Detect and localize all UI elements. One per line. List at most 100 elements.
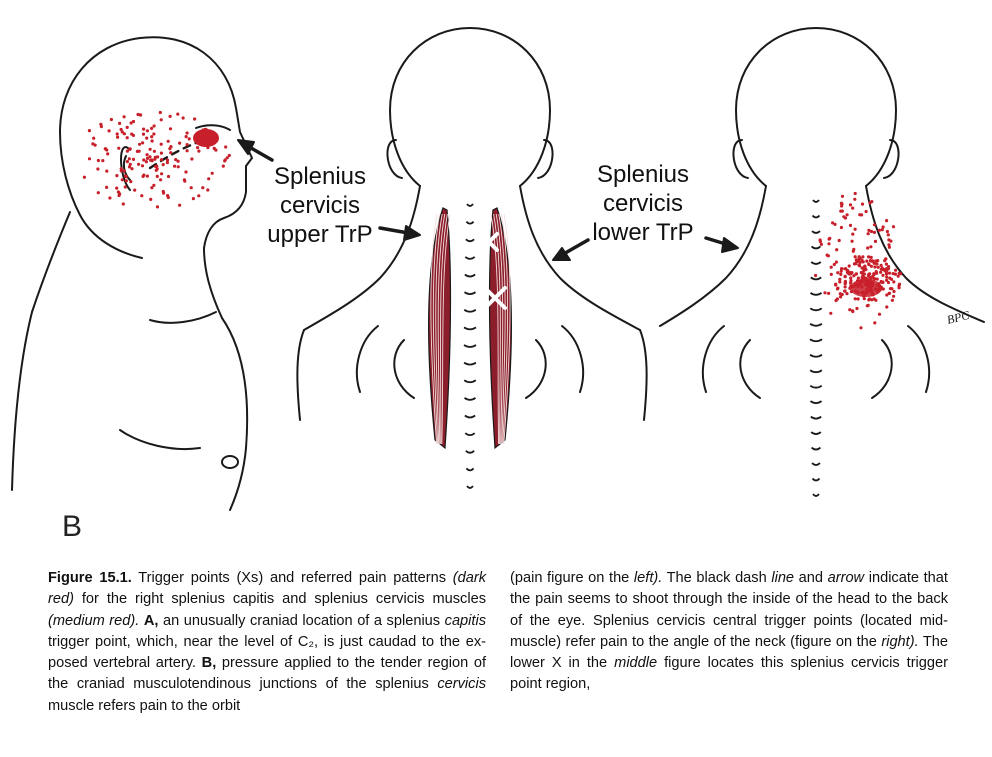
pain-dot-neck: [861, 255, 865, 259]
pain-dot-neck: [881, 273, 885, 277]
pain-dot-head: [127, 157, 131, 161]
pain-dot-neck: [887, 245, 892, 249]
pain-dot-head: [187, 137, 191, 141]
pain-dot-neck: [843, 280, 847, 285]
vertebra-mark: [811, 230, 821, 234]
pain-dot-neck: [855, 306, 859, 311]
caption-run: A,: [143, 612, 159, 629]
pain-dot-head: [120, 178, 124, 182]
label-lower-line-1: Splenius: [596, 161, 690, 188]
pain-dot-neck-dense: [845, 292, 849, 296]
pain-dot-neck: [848, 308, 852, 312]
pain-dot-head: [101, 159, 105, 163]
pain-dot-neck: [886, 233, 890, 237]
pain-dot-head: [191, 197, 195, 201]
pain-dot-head: [96, 191, 100, 195]
vertebra-mark: [464, 273, 476, 278]
pain-dot-neck: [864, 209, 868, 214]
muscle-fiber-line: [495, 213, 504, 445]
pain-dot-head: [178, 203, 182, 207]
pain-dot-neck: [848, 223, 853, 227]
pain-dot-head: [115, 174, 119, 178]
pain-dot-neck-dense: [853, 297, 857, 301]
vertebra-mark: [463, 308, 477, 313]
vertebra-mark: [465, 467, 475, 472]
pain-dot-head: [122, 132, 126, 136]
pain-dot-neck: [860, 202, 865, 206]
pain-dot-neck: [883, 259, 887, 263]
pain-dot-head: [178, 141, 182, 145]
vertebra-mark: [463, 291, 477, 296]
pain-dot-neck-dense: [873, 265, 877, 269]
caption-run: (dark red): [48, 570, 486, 608]
vertebra-mark: [809, 323, 823, 327]
pain-dot-neck: [832, 262, 836, 267]
pain-dot-neck: [860, 213, 864, 217]
pain-dot-head: [223, 159, 227, 163]
pain-dot-neck-dense: [886, 280, 891, 285]
muscle-fiber-line: [437, 213, 446, 445]
pain-dot-head: [145, 174, 149, 178]
pain-dot-head: [145, 153, 149, 157]
pain-dot-head: [185, 149, 189, 153]
pain-dot-neck: [863, 264, 867, 268]
back-view-muscle-figure: [296, 27, 648, 421]
pain-dot-neck: [837, 238, 841, 243]
vertebra-mark: [463, 361, 477, 366]
pain-dot-neck: [846, 271, 850, 275]
caption-run: The black dash: [662, 570, 772, 586]
pain-dot-head: [116, 135, 120, 139]
vertebra-mark: [811, 214, 821, 219]
pain-dot-neck: [833, 222, 837, 226]
pain-dot-neck: [870, 259, 874, 263]
pain-dot-neck: [891, 225, 896, 229]
pain-dot-head: [227, 153, 231, 158]
pain-dot-neck: [867, 228, 871, 232]
vertebra-mark: [811, 477, 821, 482]
pain-dot-neck: [835, 248, 839, 252]
side-neck-back: [31, 211, 71, 313]
figure-caption: Figure 15.1. Trigger points (Xs) and ref…: [48, 568, 948, 748]
pain-dot-neck: [851, 232, 855, 236]
pain-dot-head: [119, 127, 123, 132]
pain-dot-head: [125, 125, 129, 129]
muscle-fiber-line: [441, 213, 451, 445]
pain-dot-neck: [870, 200, 874, 204]
pain-dot-neck-dense: [867, 262, 871, 266]
label-upper-line-2: cervicis: [279, 192, 360, 219]
vertebra-mark: [810, 261, 822, 265]
pain-dot-neck: [858, 260, 862, 265]
pain-dot-head: [96, 158, 100, 163]
pain-dot-neck: [854, 262, 858, 266]
pain-dot-neck: [877, 228, 882, 232]
pain-dot-neck-dense: [838, 277, 842, 281]
muscle-fiber-line: [498, 213, 506, 445]
pain-dot-head: [176, 159, 180, 163]
vertebra-mark: [466, 485, 474, 489]
pain-dot-neck: [851, 309, 855, 313]
pain-dot-head: [189, 186, 193, 190]
vertebra-mark: [810, 276, 822, 281]
pain-dot-neck: [818, 239, 823, 244]
pain-dot-head: [149, 197, 153, 201]
vertebra-mark: [809, 384, 823, 389]
caption-run: Trigger points (Xs) and referred pain pa…: [131, 570, 453, 586]
pain-dot-head: [160, 172, 164, 176]
pain-dot-head: [162, 191, 166, 195]
pain-dot-neck-dense: [876, 265, 880, 269]
vertebra-mark: [809, 292, 823, 296]
pain-dot-neck: [893, 272, 898, 276]
pain-dot-neck: [872, 223, 877, 227]
side-pec-line: [119, 429, 201, 451]
pain-dot-neck-dense: [881, 287, 885, 291]
pain-dot-head: [131, 119, 136, 124]
pain-dot-neck: [839, 201, 844, 205]
pain-dot-head: [125, 160, 129, 164]
pain-dot-head: [210, 171, 214, 175]
pain-dot-head: [96, 167, 100, 171]
vertebra-mark: [465, 450, 475, 454]
middle-ear-left: [386, 139, 403, 179]
pain-dot-head: [133, 188, 137, 192]
pain-dot-head: [201, 186, 205, 190]
pain-dot-neck: [866, 273, 871, 277]
